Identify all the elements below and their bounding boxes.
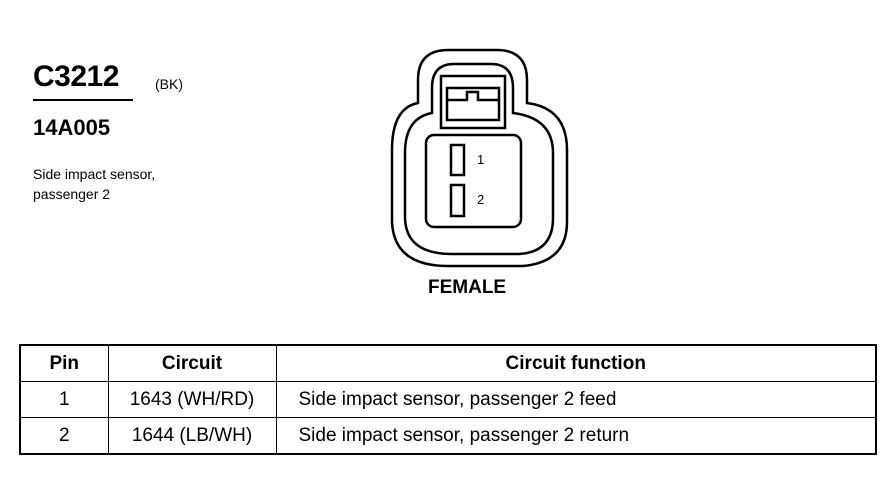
color-code: (BK) (155, 76, 183, 92)
cell-circuit-function: Side impact sensor, passenger 2 return (275, 417, 877, 455)
header-circuit: Circuit (107, 344, 277, 382)
connector-housing-outer (390, 48, 569, 268)
table-header-row: Pin Circuit Circuit function (19, 344, 877, 382)
pin-cavity-body (424, 133, 523, 229)
pin-slot-2 (449, 183, 466, 218)
connector-view-label: FEMALE (428, 277, 507, 298)
cell-circuit: 1643 (WH/RD) (107, 381, 277, 418)
pin-table: Pin Circuit Circuit function 1 1643 (WH/… (19, 344, 877, 455)
title-rule (33, 99, 133, 101)
latch-frame (439, 74, 507, 130)
header-pin: Pin (19, 344, 109, 382)
pin-label-2: 2 (477, 192, 484, 207)
header-circuit-function: Circuit function (275, 344, 877, 382)
pin-slot-1 (449, 143, 466, 177)
pin-label-1: 1 (477, 152, 484, 167)
connector-id: C3212 (33, 60, 119, 93)
cell-circuit: 1644 (LB/WH) (107, 417, 277, 455)
connector-housing-inner (403, 62, 555, 256)
cell-pin: 2 (19, 417, 109, 455)
cell-circuit-function: Side impact sensor, passenger 2 feed (275, 381, 877, 418)
connector-description: Side impact sensor, passenger 2 (33, 166, 156, 202)
table-row: 2 1644 (LB/WH) Side impact sensor, passe… (19, 417, 877, 455)
latch-tab (445, 86, 501, 122)
part-number: 14A005 (33, 115, 111, 140)
cell-pin: 1 (19, 381, 109, 418)
table-row: 1 1643 (WH/RD) Side impact sensor, passe… (19, 381, 877, 418)
